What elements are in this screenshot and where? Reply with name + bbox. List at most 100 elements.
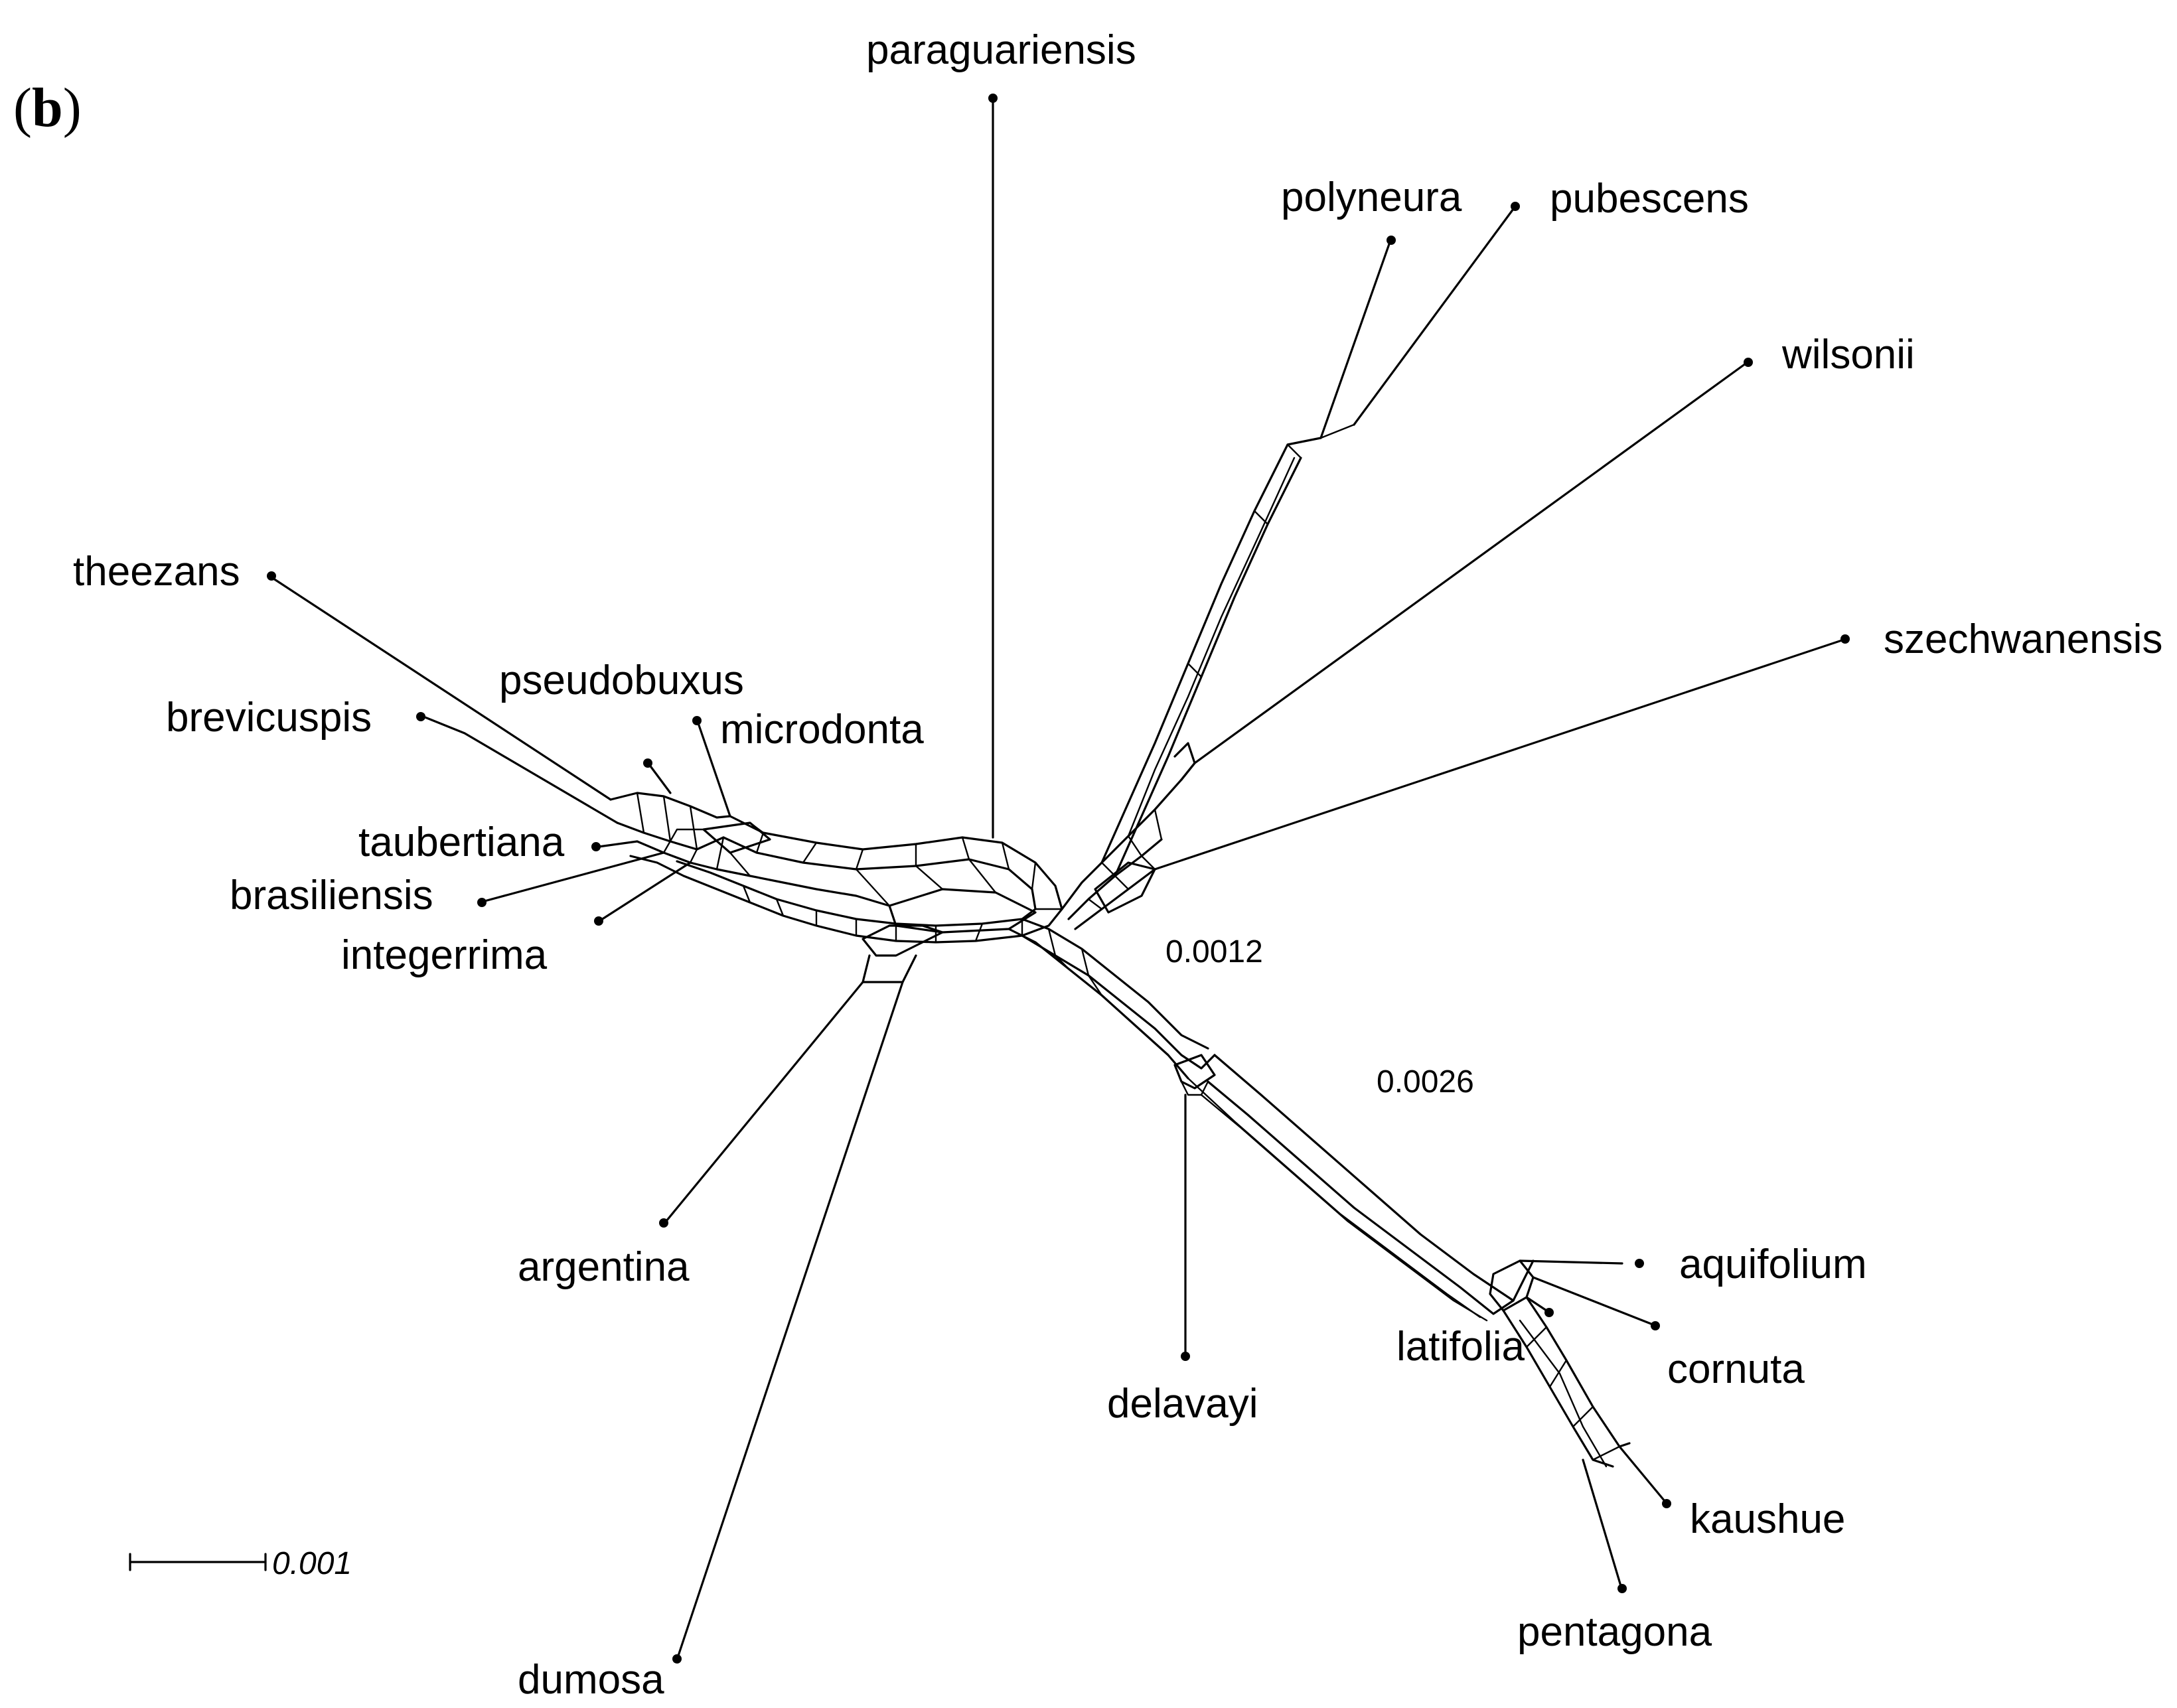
se-stem-c <box>1200 1094 1488 1322</box>
ring-rung <box>802 841 818 864</box>
tip-wilsonii <box>1744 358 1753 367</box>
edge-integerrima <box>600 861 692 921</box>
label-delavayi: delavayi <box>1107 1381 1258 1427</box>
tip-microdonta <box>692 716 702 725</box>
hexagon-rung <box>968 858 997 894</box>
ne-rung <box>1140 855 1156 871</box>
ne-cluster <box>1061 423 1355 930</box>
edge-aquifolium <box>1519 1259 1623 1265</box>
tip-paraguariensis <box>988 94 998 103</box>
se-rung <box>1047 928 1057 957</box>
ne-stem-c <box>1127 457 1296 837</box>
ne-rung <box>1253 510 1269 526</box>
edge-theezans <box>272 577 612 801</box>
ne-rung <box>1154 808 1163 841</box>
split-value-a: 0.0012 <box>1165 934 1263 969</box>
label-aquifolium: aquifolium <box>1679 1242 1867 1287</box>
label-taubertiana: taubertiana <box>358 819 565 865</box>
left-ladder-top <box>609 792 731 819</box>
ring-rung <box>855 848 864 871</box>
label-latifolia: latifolia <box>1396 1324 1525 1370</box>
label-paraguariensis: paraguariensis <box>866 27 1136 73</box>
se-rung <box>1525 1326 1548 1348</box>
edge-dumosa <box>677 981 904 1657</box>
label-cornuta: cornuta <box>1667 1346 1805 1392</box>
label-pubescens: pubescens <box>1550 176 1749 222</box>
delavayi-box-base <box>1180 1080 1209 1096</box>
tip-cornuta <box>1651 1321 1660 1330</box>
edge-taubertiana <box>597 840 638 848</box>
se-lower-ladder-a <box>1502 1309 1614 1468</box>
taxon-labels: paraguariensis polyneura pubescens wilso… <box>73 27 2162 1703</box>
hexagon-rung <box>855 868 891 907</box>
tip-latifolia <box>1544 1308 1554 1317</box>
label-pentagona: pentagona <box>1517 1609 1712 1655</box>
ne-stem-a <box>1100 437 1322 864</box>
sw-box <box>862 924 944 957</box>
label-argentina: argentina <box>518 1244 690 1290</box>
ne-ladder-3 <box>1074 868 1156 930</box>
se-stem-b <box>1207 1080 1515 1315</box>
edge-pubescens <box>1353 208 1515 426</box>
pendant-edges <box>267 94 1850 1664</box>
ne-szech-box <box>1094 861 1156 914</box>
left-rung <box>636 792 645 834</box>
left-rung <box>689 848 698 864</box>
tip-argentina <box>659 1218 668 1228</box>
left-diag <box>662 828 705 854</box>
label-integerrima: integerrima <box>341 932 548 978</box>
left-rung <box>715 836 725 871</box>
ne-rung <box>1319 423 1355 439</box>
delavayi-diamond <box>1173 1054 1216 1090</box>
ring-rung <box>775 898 785 917</box>
tip-integerrima <box>594 916 603 926</box>
se-rung <box>1054 954 1070 970</box>
tip-taubertiana <box>591 842 601 851</box>
hexagon-rung <box>915 865 944 890</box>
tip-aquifolium <box>1635 1259 1644 1268</box>
left-rung <box>749 821 765 834</box>
label-dumosa: dumosa <box>518 1657 664 1703</box>
tip-brevicuspis <box>416 712 425 721</box>
tip-szechwanensis <box>1840 634 1850 644</box>
edge-brasiliensis <box>483 851 665 902</box>
se-ladder-1 <box>1021 934 1216 1070</box>
label-pseudobuxus: pseudobuxus <box>499 658 744 703</box>
scale-bar-label: 0.001 <box>272 1546 352 1581</box>
label-brevicuspis: brevicuspis <box>166 695 372 741</box>
central-hexagon <box>888 888 1037 934</box>
ne-wilsonii-box <box>1173 742 1196 781</box>
label-wilsonii: wilsonii <box>1781 332 1915 378</box>
se-stem-a <box>1213 1054 1535 1302</box>
ring-rung <box>742 885 751 904</box>
left-cluster <box>609 792 891 907</box>
ring-rung <box>961 836 970 861</box>
se-lower-ladder-b <box>1525 1296 1631 1448</box>
edge-wilsonii <box>1193 362 1747 764</box>
tip-brasiliensis <box>477 898 487 907</box>
ne-rung <box>1286 443 1302 459</box>
label-microdonta: microdonta <box>720 707 924 752</box>
edge-szechwanensis <box>1154 639 1843 871</box>
edge-microdonta <box>697 722 731 818</box>
se-lower-ladder-c <box>1519 1319 1608 1468</box>
se-rung <box>1087 974 1103 997</box>
se-rung <box>1592 1445 1621 1461</box>
se-cluster <box>1008 918 1631 1468</box>
label-szechwanensis: szechwanensis <box>1884 616 2162 662</box>
ring-rung <box>974 922 984 942</box>
tip-polyneura <box>1387 236 1396 245</box>
left-rung <box>729 851 751 877</box>
ring-rung <box>1001 841 1010 871</box>
tip-theezans <box>267 571 276 581</box>
tip-kaushue <box>1662 1499 1671 1508</box>
scale-bar: 0.001 <box>129 1546 352 1581</box>
sw-cluster <box>862 924 944 983</box>
left-box <box>702 821 771 854</box>
ne-rung <box>1087 898 1103 910</box>
edge-cornuta <box>1532 1276 1654 1326</box>
label-kaushue: kaushue <box>1690 1496 1845 1542</box>
edge-latifolia <box>1525 1296 1548 1312</box>
ne-stem-b <box>1114 457 1302 877</box>
edge-brevicuspis <box>422 715 619 824</box>
